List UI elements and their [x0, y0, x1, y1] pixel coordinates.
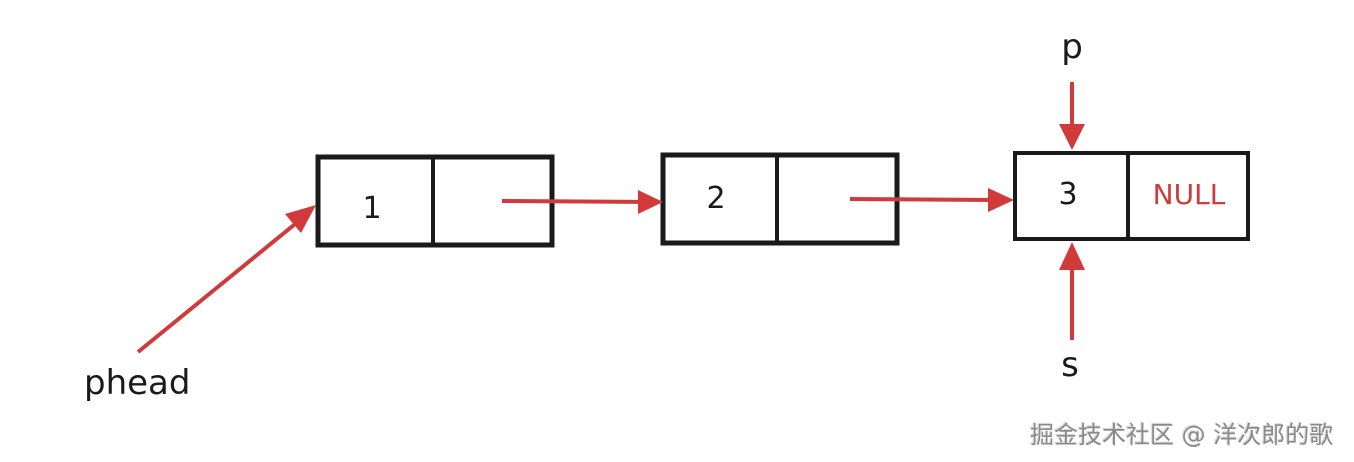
watermark: 掘金技术社区 @ 洋次郎的歌 [1030, 421, 1334, 449]
p-arrow [1059, 82, 1085, 150]
p-label: p [1061, 27, 1083, 67]
phead-arrow [136, 205, 316, 354]
next-arrow-1-to-2 [501, 190, 663, 214]
s-label: s [1061, 345, 1079, 385]
next-arrow-2-to-3 [849, 188, 1014, 212]
node-3: 3 NULL [1013, 151, 1250, 241]
node-2-value: 2 [706, 181, 725, 216]
node-1-value: 1 [362, 191, 381, 226]
phead-label: phead [84, 363, 190, 403]
null-label: NULL [1153, 178, 1226, 211]
s-arrow [1059, 242, 1085, 340]
node-3-value: 3 [1058, 177, 1077, 212]
